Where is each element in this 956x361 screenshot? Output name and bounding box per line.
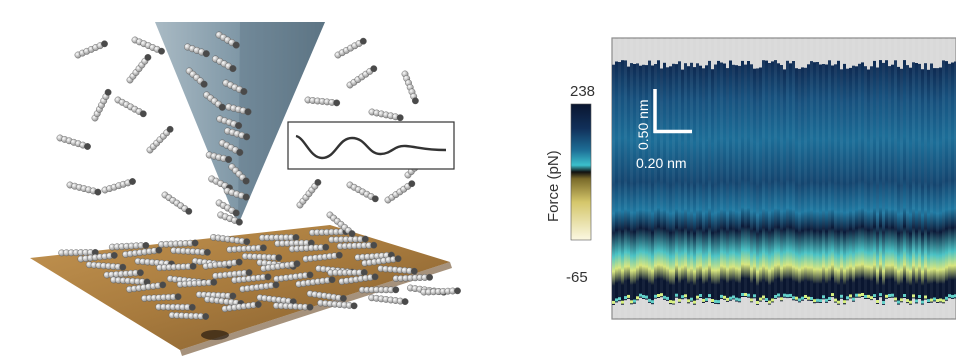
floating-molecule — [146, 125, 174, 154]
floating-molecule — [161, 191, 193, 215]
floating-molecule — [346, 65, 378, 89]
tip-molecule — [222, 79, 248, 95]
tip-molecule — [223, 187, 250, 201]
surface-molecules — [58, 228, 461, 320]
surface-molecule — [202, 258, 243, 270]
surface-molecule — [158, 239, 199, 248]
surface-molecule — [141, 293, 182, 302]
surface-molecule — [288, 243, 330, 253]
floating-molecule — [326, 211, 356, 238]
surface-molecule — [170, 247, 211, 256]
surface-molecule — [317, 299, 358, 310]
vertical-scale-label: 0.50 nm — [635, 99, 651, 150]
colorbar-min-label: -65 — [566, 269, 588, 286]
surface-molecule — [108, 241, 150, 251]
surface-molecule — [336, 241, 378, 250]
tip-molecule — [228, 163, 250, 185]
tip-molecule — [224, 127, 251, 141]
surface-molecule — [368, 294, 409, 305]
tip-molecule — [218, 139, 244, 156]
tip-molecule — [215, 199, 240, 217]
tip-molecule — [185, 67, 208, 88]
surface-molecule — [306, 290, 347, 302]
surface-molecule — [273, 271, 314, 283]
floating-molecule — [66, 181, 102, 196]
surface-molecule — [327, 269, 368, 277]
surface-molecule — [420, 287, 461, 296]
tip-molecules — [184, 31, 252, 226]
surface-molecule — [212, 269, 253, 280]
surface-molecule — [168, 311, 210, 320]
floating-molecule — [56, 134, 91, 150]
surface-molecule — [231, 273, 272, 284]
colorbar-title: Force (pN) — [545, 150, 562, 222]
surface-molecule — [361, 255, 402, 267]
surface-molecule — [85, 261, 127, 271]
colorbar: 238 -65 Force (pN) — [545, 83, 595, 286]
floating-molecule — [296, 178, 322, 209]
floating-molecule — [368, 108, 404, 122]
tip-molecule — [216, 115, 243, 130]
floating-molecule — [334, 37, 367, 59]
floating-molecules — [56, 36, 432, 238]
surface-molecule — [239, 281, 280, 293]
tip-molecule — [184, 43, 210, 58]
colorbar-gradient — [570, 103, 592, 241]
floating-molecule — [401, 70, 419, 105]
tip-molecule — [217, 211, 243, 226]
floating-molecule — [91, 88, 112, 122]
tip-molecule — [211, 55, 237, 73]
floating-molecule — [126, 54, 152, 84]
surface-molecule — [338, 273, 379, 285]
surface-molecule — [272, 302, 314, 311]
surface-molecule — [226, 244, 267, 254]
tip-molecule — [205, 151, 233, 163]
force-heatmap: 0.50 nm 0.20 nm — [611, 37, 956, 320]
floating-molecule — [384, 180, 416, 204]
surface-molecule — [58, 248, 99, 257]
surface-molecule — [392, 273, 433, 282]
floating-molecule — [346, 181, 379, 203]
floating-molecule — [304, 96, 341, 107]
horizontal-scale-label: 0.20 nm — [636, 155, 687, 171]
tip-molecule — [203, 91, 226, 111]
surface-molecule — [122, 246, 163, 258]
surface-molecule — [377, 265, 418, 275]
colorbar-max-label: 238 — [570, 83, 595, 100]
oscillation-inset — [287, 121, 455, 170]
tip-molecule — [215, 31, 240, 49]
surface-molecule — [210, 233, 251, 246]
surface-molecule — [295, 276, 336, 288]
surface-molecule — [176, 278, 218, 288]
floating-molecule — [101, 178, 136, 194]
surface-molecule — [126, 281, 167, 293]
afm-illustration — [30, 22, 461, 356]
scale-bar: 0.50 nm 0.20 nm — [635, 89, 692, 171]
oscillation-curve — [295, 134, 447, 160]
surface-molecule — [221, 301, 262, 313]
tip-molecule — [225, 103, 252, 116]
surface-molecule — [103, 269, 144, 279]
surface-molecule — [241, 252, 283, 262]
surface-molecule — [274, 239, 315, 248]
floating-molecule — [74, 40, 108, 59]
surface-molecule — [302, 251, 343, 263]
surface-molecule — [358, 286, 400, 294]
floating-molecule — [114, 96, 147, 118]
surface-molecule — [155, 303, 196, 311]
surface-molecule — [77, 251, 118, 263]
surface-molecule — [156, 262, 197, 272]
floating-molecule — [131, 36, 165, 55]
substrate-shadow — [180, 262, 452, 356]
surface-molecule — [258, 234, 300, 242]
surface-molecule — [260, 260, 301, 272]
surface-molecule — [256, 294, 297, 306]
